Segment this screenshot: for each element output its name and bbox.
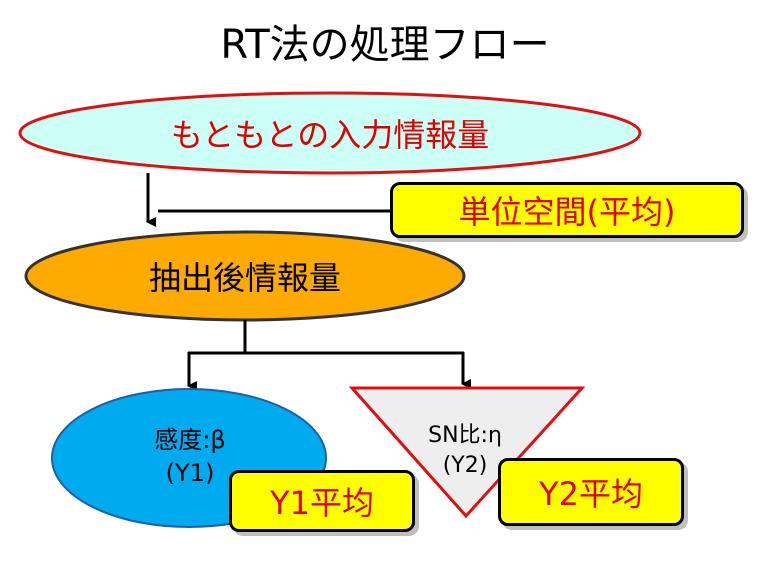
sn-ratio-label-line2: (Y2) <box>442 452 488 478</box>
unit-space-box: 単位空間(平均) <box>390 182 744 238</box>
input-ellipse <box>18 91 642 175</box>
sensitivity-label-line1: 感度:β <box>154 425 226 454</box>
diagram-title: RT法の処理フロー <box>220 22 550 68</box>
sensitivity-label-line2: (Y1) <box>165 459 215 487</box>
sn-ratio-label-line1: SN比:η <box>428 423 502 448</box>
y2-average-box: Y2平均 <box>498 458 684 526</box>
y1-average-box: Y1平均 <box>229 470 415 532</box>
sn-ratio-triangle <box>348 386 586 519</box>
input-label: もともとの入力情報量 <box>170 116 490 154</box>
extracted-label: 抽出後情報量 <box>148 259 341 297</box>
